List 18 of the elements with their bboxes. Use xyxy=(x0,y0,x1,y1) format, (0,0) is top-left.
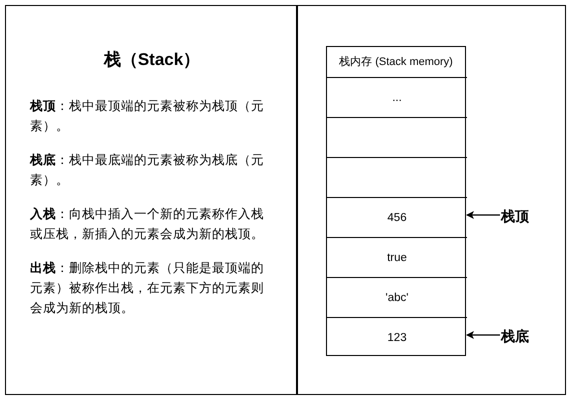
slot-value: true xyxy=(387,252,407,264)
diagram-panel xyxy=(297,5,566,395)
slot-value: 123 xyxy=(387,332,407,344)
slot-value: ... xyxy=(392,92,402,104)
panel-heading: 栈（Stack） xyxy=(102,49,202,71)
table-header: 栈内存 (Stack memory) xyxy=(338,55,454,70)
definition-paragraph: 栈底：栈中最底端的元素被称为栈底（元素）。 xyxy=(30,152,265,189)
definition-paragraph: 栈顶：栈中最顶端的元素被称为栈顶（元素）。 xyxy=(30,98,265,135)
arrow xyxy=(466,211,500,219)
pointer-label: 栈底 xyxy=(501,326,551,346)
slot-value: 456 xyxy=(387,212,407,224)
definition-paragraph: 出栈：删除栈中的元素（只能是最顶端的元素）被称作出栈，在元素下方的元素则会成为新的栈顶。 xyxy=(30,260,265,317)
arrow xyxy=(466,331,500,339)
slot-value: 'abc' xyxy=(386,292,408,304)
stack-memory-table xyxy=(326,46,466,356)
text-panel xyxy=(5,5,297,395)
pointer-label: 栈顶 xyxy=(501,206,551,226)
definition-paragraph: 入栈：向栈中插入一个新的元素称作入栈或压栈，新插入的元素会成为新的栈顶。 xyxy=(30,206,265,243)
